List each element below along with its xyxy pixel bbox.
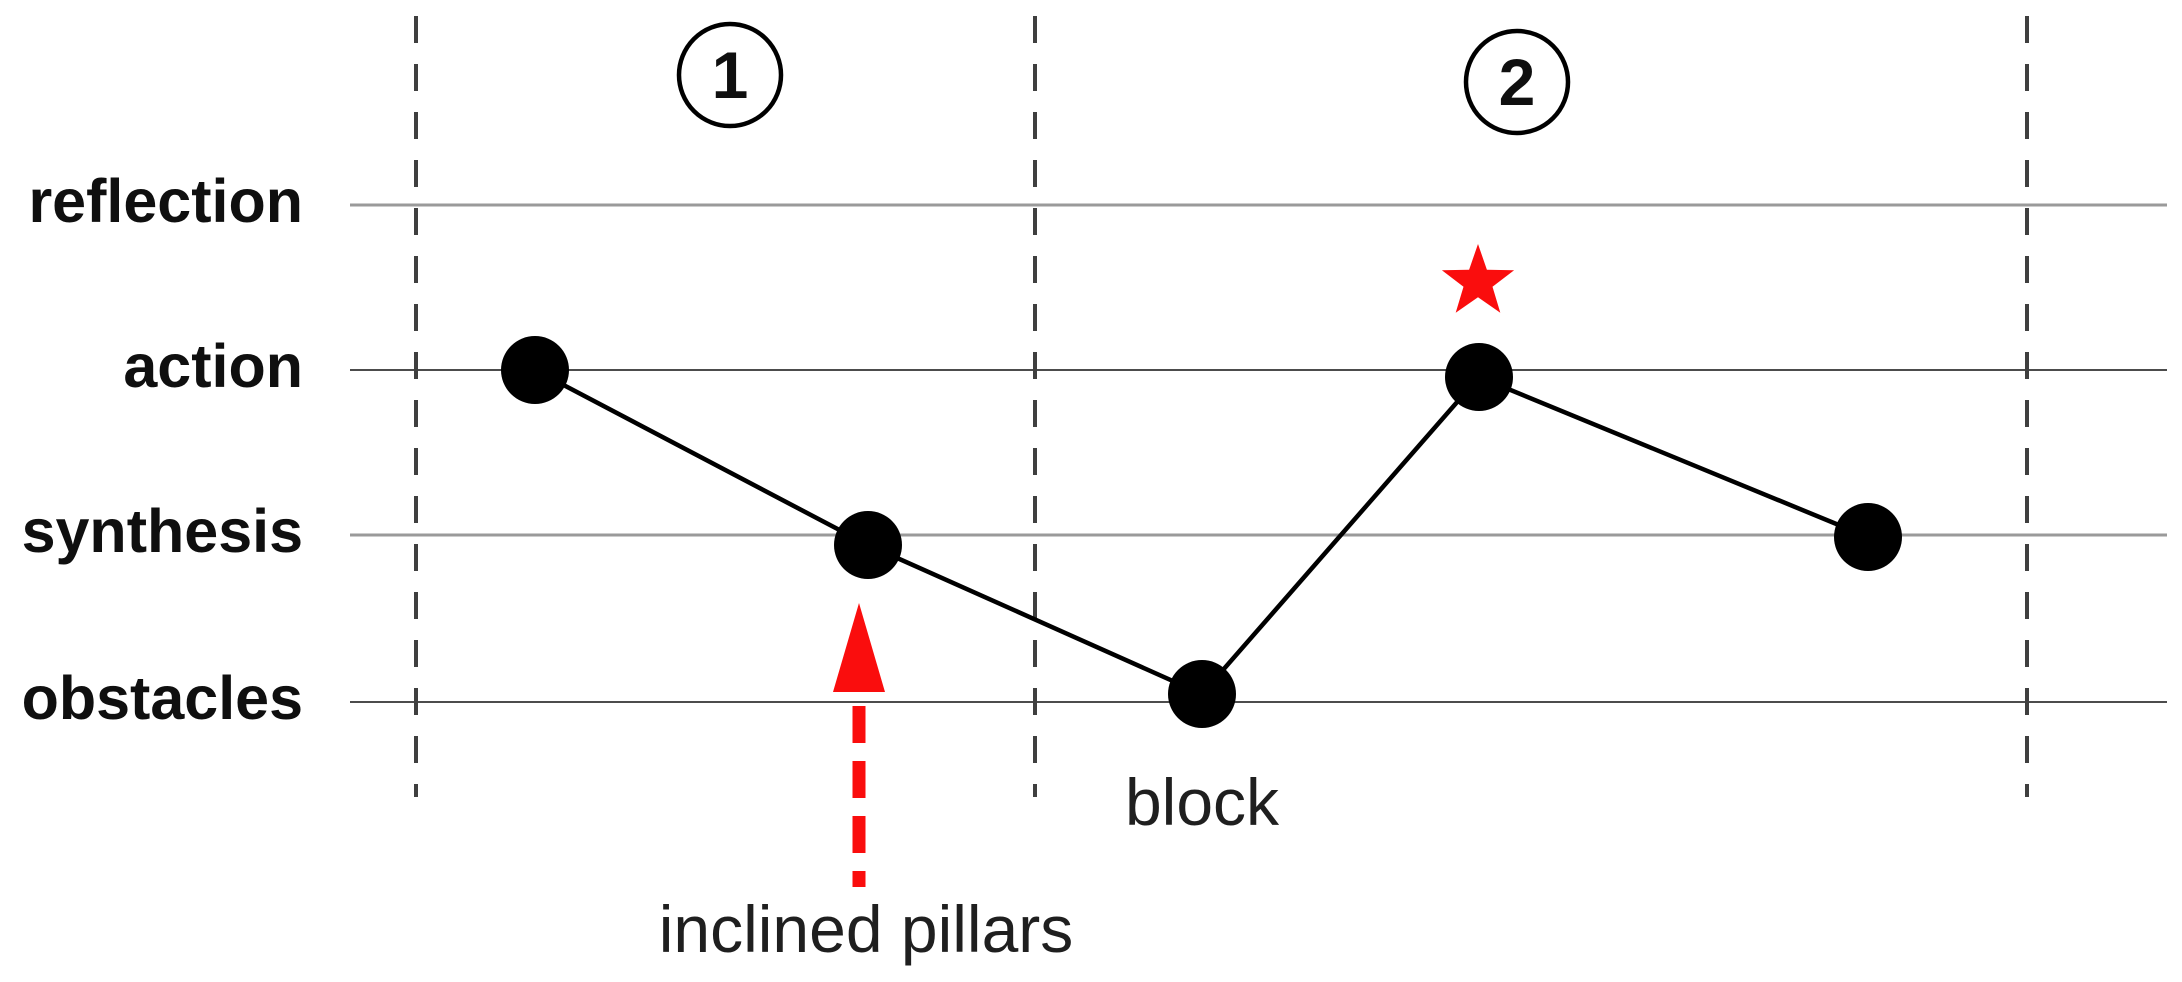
y-axis-label-reflection: reflection — [28, 167, 303, 235]
phase-1-number: 1 — [712, 38, 749, 112]
phase-2-number: 2 — [1499, 45, 1536, 119]
data-point-3-obstacles — [1168, 660, 1236, 728]
y-axis-label-obstacles: obstacles — [22, 664, 303, 732]
phase-1-badge-circle — [676, 21, 784, 129]
annotation-block: block — [1125, 765, 1280, 839]
data-point-2-synthesis — [834, 511, 902, 579]
arrow-up-icon — [833, 603, 885, 692]
annotation-inclined-pillars: inclined pillars — [659, 892, 1074, 966]
data-point-5-synthesis — [1834, 503, 1902, 571]
data-point-4-action — [1445, 343, 1513, 411]
data-point-1-action — [501, 336, 569, 404]
star-icon — [1441, 244, 1515, 313]
y-axis-label-action: action — [123, 332, 303, 400]
trajectory-polyline — [533, 368, 1869, 697]
y-axis-label-synthesis: synthesis — [22, 497, 303, 565]
phase-2-badge-circle — [1463, 28, 1571, 136]
